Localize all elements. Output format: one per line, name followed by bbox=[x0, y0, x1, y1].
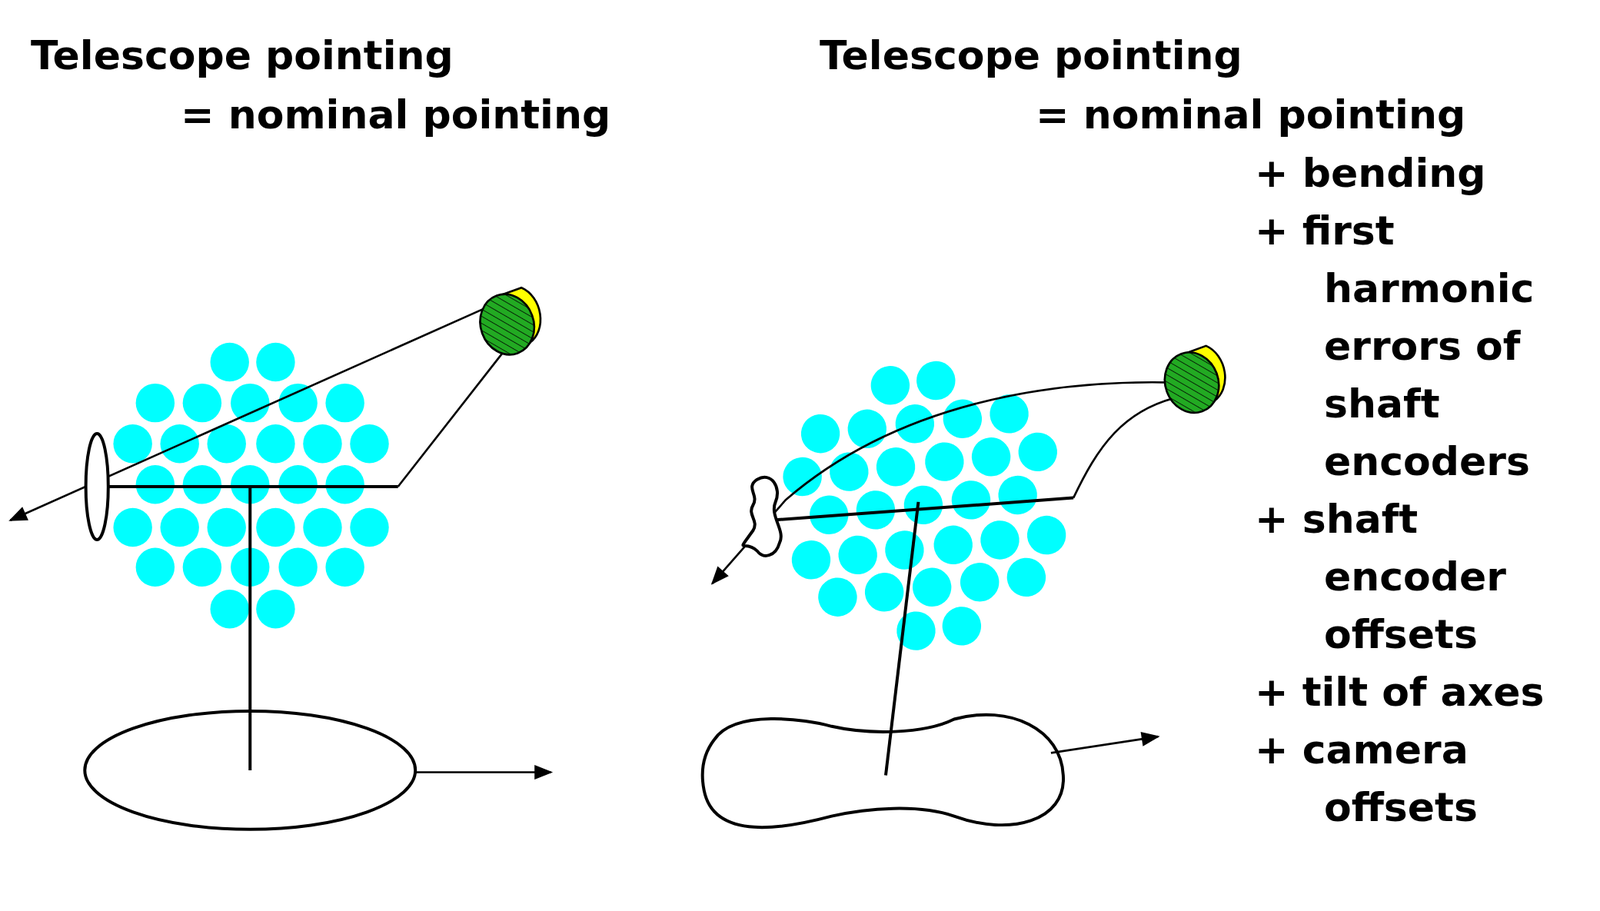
error-term: + camera offsets bbox=[1254, 721, 1594, 837]
heading-line: = nominal pointing bbox=[1035, 86, 1466, 144]
heading-line: Telescope pointing bbox=[30, 26, 454, 85]
heading-line: Telescope pointing bbox=[819, 26, 1243, 85]
error-term: + tilt of axes bbox=[1254, 663, 1594, 722]
error-term: + first harmonic errors of shaft encoder… bbox=[1254, 202, 1594, 491]
ideal-telescope bbox=[9, 286, 551, 830]
error-term: + shaft encoder offsets bbox=[1254, 490, 1594, 664]
deformed-telescope bbox=[702, 344, 1228, 828]
heading-line: = nominal pointing bbox=[180, 86, 611, 144]
error-term: + bending bbox=[1254, 144, 1594, 203]
